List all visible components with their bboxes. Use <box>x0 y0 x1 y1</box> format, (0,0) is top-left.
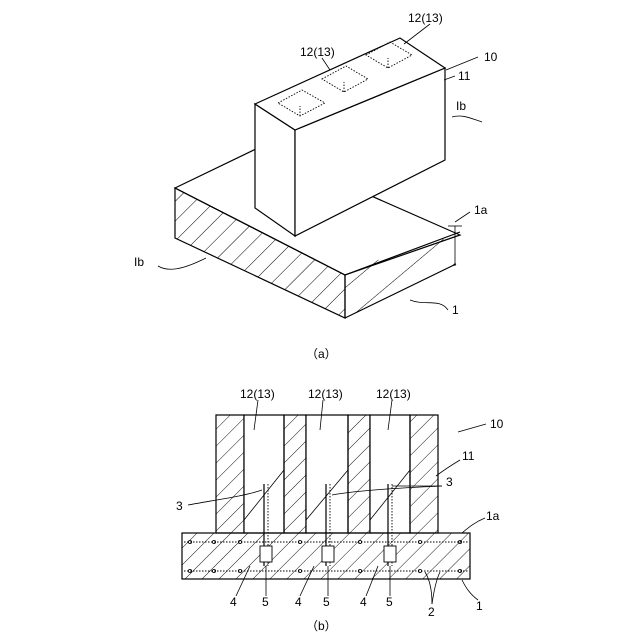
label-b-5-1: 5 <box>262 595 269 609</box>
label-10: 10 <box>484 50 498 64</box>
cell-2 <box>306 415 348 533</box>
label-b-1a: 1a <box>486 509 500 523</box>
wall-2 <box>284 415 306 533</box>
label-11: 11 <box>458 69 471 83</box>
label-12-13-mid: 12(13) <box>300 45 335 59</box>
label-b-4-1: 4 <box>230 595 237 609</box>
label-b-2: 2 <box>428 605 435 619</box>
label-b-3-right: 3 <box>446 475 453 489</box>
label-b-12-13-1: 12(13) <box>240 387 275 401</box>
label-Ib-right: Ib <box>456 99 466 113</box>
label-b-5-3: 5 <box>386 595 393 609</box>
caption-a: （a） <box>306 347 337 361</box>
label-12-13-top: 12(13) <box>408 11 443 25</box>
label-1: 1 <box>452 303 459 317</box>
caption-b: （b） <box>306 619 337 633</box>
label-b-10: 10 <box>490 417 504 431</box>
wall-1 <box>216 415 244 533</box>
label-b-5-2: 5 <box>323 595 330 609</box>
label-b-4-2: 4 <box>295 595 302 609</box>
label-b-3-left: 3 <box>176 499 183 513</box>
wall-4 <box>410 415 438 533</box>
label-b-12-13-2: 12(13) <box>308 387 343 401</box>
label-b-12-13-3: 12(13) <box>376 387 411 401</box>
label-b-4-3: 4 <box>360 595 367 609</box>
wall-3 <box>348 415 370 533</box>
label-b-1: 1 <box>476 599 483 613</box>
label-Ib-left: Ib <box>134 255 144 269</box>
label-b-11: 11 <box>462 449 475 463</box>
label-1a: 1a <box>474 203 488 217</box>
cell-3 <box>370 415 410 533</box>
figure-b: 12(13) 12(13) 12(13) 10 11 3 3 1a 4 5 4 … <box>176 387 504 633</box>
figure-a: 12(13) 12(13) 10 11 Ib 1a Ib 1 （a） <box>134 11 498 361</box>
